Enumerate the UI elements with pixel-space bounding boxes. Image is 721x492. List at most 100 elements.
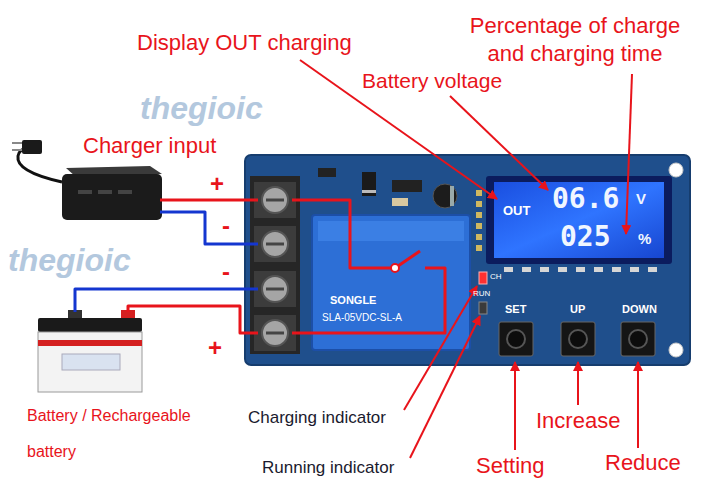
watermark: thegioic — [140, 92, 263, 124]
running-led — [479, 302, 487, 314]
screw-slot — [266, 332, 284, 335]
set-button — [499, 322, 533, 356]
battery-stripe — [38, 340, 142, 346]
battery-body — [38, 332, 142, 392]
plug-pin — [12, 142, 22, 144]
battery — [38, 310, 142, 392]
smd-part — [318, 168, 336, 177]
lcd-out-label: OUT — [503, 203, 530, 219]
pad — [576, 267, 585, 272]
relay-in-wire — [292, 200, 391, 268]
leader-line — [577, 362, 579, 405]
ic-chip — [392, 180, 422, 192]
screw-slot — [266, 199, 284, 202]
relay-out-wire — [292, 268, 445, 333]
battery-sticker — [62, 354, 120, 370]
callout-label: Running indicator — [262, 458, 394, 478]
relay-model: SLA-05VDC-SL-A — [322, 312, 402, 324]
callout-label: Increase — [536, 408, 620, 434]
callout-label: Reduce — [605, 450, 681, 476]
terminal-screw — [262, 320, 288, 346]
pad — [648, 267, 657, 272]
lcd-voltage: 06.6 — [552, 182, 619, 216]
leader-line — [626, 74, 632, 234]
leader-line — [410, 316, 480, 458]
relay-top — [318, 221, 464, 241]
lcd-unit: % — [638, 230, 651, 248]
callout-label: Display OUT charging — [137, 30, 352, 56]
smd-part — [392, 198, 408, 206]
screw-slot — [266, 243, 284, 246]
leader-line — [637, 362, 639, 448]
lcd-unit: V — [636, 190, 646, 208]
pcb — [245, 155, 690, 365]
callout-label: Battery / Rechargeable battery — [27, 398, 195, 470]
polarity-mark: + — [210, 172, 224, 196]
terminal-block — [250, 176, 300, 354]
lcd-screen — [494, 182, 664, 258]
pad — [594, 267, 603, 272]
charger-minus-wire — [160, 212, 258, 244]
mount-hole — [669, 343, 683, 357]
screw-slot — [266, 288, 284, 291]
up-button — [561, 322, 595, 356]
charging-led — [479, 272, 487, 284]
callout-label: Percentage of charge and charging time — [455, 12, 695, 68]
pad — [630, 267, 639, 272]
leader-line — [450, 96, 548, 190]
pin — [476, 201, 482, 207]
battery-minus-wire — [75, 289, 258, 312]
pad-row — [504, 267, 657, 272]
silkscreen-label: CH — [490, 273, 502, 281]
polarity-mark: - — [222, 260, 230, 284]
callout-label: Charging indicator — [248, 408, 386, 428]
mount-hole — [669, 163, 683, 177]
callout-label: Charger input — [83, 133, 216, 159]
button-cap — [507, 330, 525, 348]
lcd-percent: 025 — [560, 220, 611, 254]
battery-plus-wire — [128, 306, 258, 333]
relay-switch-blade — [398, 251, 420, 266]
pad — [540, 267, 549, 272]
pad — [504, 267, 513, 272]
terminal-screw — [262, 276, 288, 302]
charger-body — [62, 174, 162, 220]
leader-line — [514, 362, 516, 450]
lcd-display: OUT 06.6 V 025% — [490, 180, 668, 260]
charger-plug — [22, 140, 42, 154]
polarity-mark: + — [208, 336, 222, 360]
terminal-slot — [254, 226, 296, 262]
lcd-bezel — [486, 176, 672, 264]
capacitor — [433, 184, 457, 208]
silkscreen-label: DOWN — [622, 304, 657, 315]
pin — [476, 223, 482, 229]
watermark: thegioic — [8, 244, 131, 276]
silkscreen-label: RUN — [473, 290, 490, 298]
leader-line — [404, 286, 477, 410]
pin — [476, 190, 482, 196]
charger-slot — [118, 190, 132, 194]
silkscreen-label: SET — [505, 304, 526, 315]
charger-slot — [98, 190, 112, 194]
button-cap — [569, 330, 587, 348]
pin — [476, 245, 482, 251]
silkscreen-label: UP — [570, 304, 585, 315]
button-cap — [629, 330, 647, 348]
pad — [558, 267, 567, 272]
capacitor-stripe — [450, 186, 454, 206]
terminal-screw — [262, 231, 288, 257]
leader-lines — [300, 60, 638, 458]
terminal-slot — [254, 182, 296, 218]
plug-pin — [12, 149, 22, 151]
battery-cap — [38, 318, 142, 332]
pin-header — [476, 190, 482, 251]
switch-pivot — [391, 264, 399, 272]
pad — [612, 267, 621, 272]
relay-brand: SONGLE — [330, 294, 376, 307]
terminal-screw — [262, 187, 288, 213]
callout-label: Setting — [476, 453, 545, 479]
pin — [476, 234, 482, 240]
terminal-slot — [254, 315, 296, 351]
down-button — [621, 322, 655, 356]
charger-slot — [78, 190, 92, 194]
